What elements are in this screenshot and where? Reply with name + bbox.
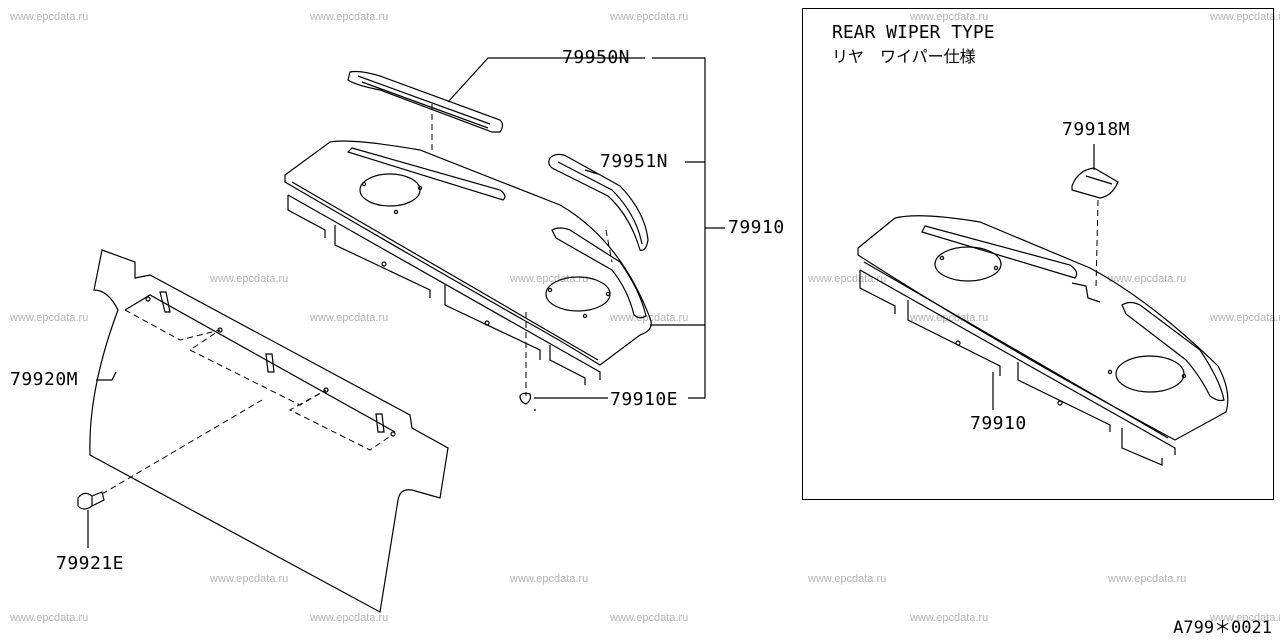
watermark: www.epcdata.ru <box>1108 273 1187 285</box>
inset-callout-79910: 79910 <box>970 413 1027 434</box>
watermark: www.epcdata.ru <box>210 573 289 585</box>
callout-79910: 79910 <box>728 217 785 238</box>
watermark: www.epcdata.ru <box>210 273 289 285</box>
diagram-code: A799＊0021 <box>1173 618 1272 638</box>
vent-strip-79951n <box>548 153 649 251</box>
callout-79950n: 79950N <box>562 47 631 68</box>
inset-subtitle: リヤ ワイパー仕様 <box>832 47 976 66</box>
callout-79951n: 79951N <box>600 151 669 172</box>
wiper-cover-79918m <box>1071 167 1119 199</box>
watermark: www.epcdata.ru <box>10 11 89 23</box>
callout-79910e: 79910E <box>610 389 679 410</box>
watermark: www.epcdata.ru <box>310 612 389 624</box>
watermark: www.epcdata.ru <box>610 11 689 23</box>
watermark: www.epcdata.ru <box>10 612 89 624</box>
trim-board-79920m <box>89 249 449 613</box>
watermark: www.epcdata.ru <box>510 573 589 585</box>
inset-box <box>802 8 1274 500</box>
clip-79910e <box>519 392 536 411</box>
clip-79921e <box>77 399 263 510</box>
callout-79921e: 79921E <box>56 553 125 574</box>
inset-drawing <box>857 215 1229 466</box>
vent-strip-79950n <box>347 70 504 133</box>
watermark: www.epcdata.ru <box>310 11 389 23</box>
watermark: www.epcdata.ru <box>310 312 389 324</box>
inset-title: REAR WIPER TYPE <box>832 22 995 43</box>
watermark: www.epcdata.ru <box>1210 612 1280 624</box>
watermark: www.epcdata.ru <box>510 273 589 285</box>
watermark: www.epcdata.ru <box>910 612 989 624</box>
watermark: www.epcdata.ru <box>1210 11 1280 23</box>
watermark: www.epcdata.ru <box>610 312 689 324</box>
watermark: www.epcdata.ru <box>610 612 689 624</box>
callout-79920m: 79920M <box>10 369 79 390</box>
watermark: www.epcdata.ru <box>910 312 989 324</box>
inset-callout-79918m: 79918M <box>1062 119 1131 140</box>
watermark: www.epcdata.ru <box>808 273 887 285</box>
watermark: www.epcdata.ru <box>1210 312 1280 324</box>
watermark: www.epcdata.ru <box>1108 573 1187 585</box>
watermark: www.epcdata.ru <box>808 573 887 585</box>
parcel-shelf-79910 <box>284 140 652 385</box>
watermark: www.epcdata.ru <box>910 11 989 23</box>
watermark: www.epcdata.ru <box>10 312 89 324</box>
